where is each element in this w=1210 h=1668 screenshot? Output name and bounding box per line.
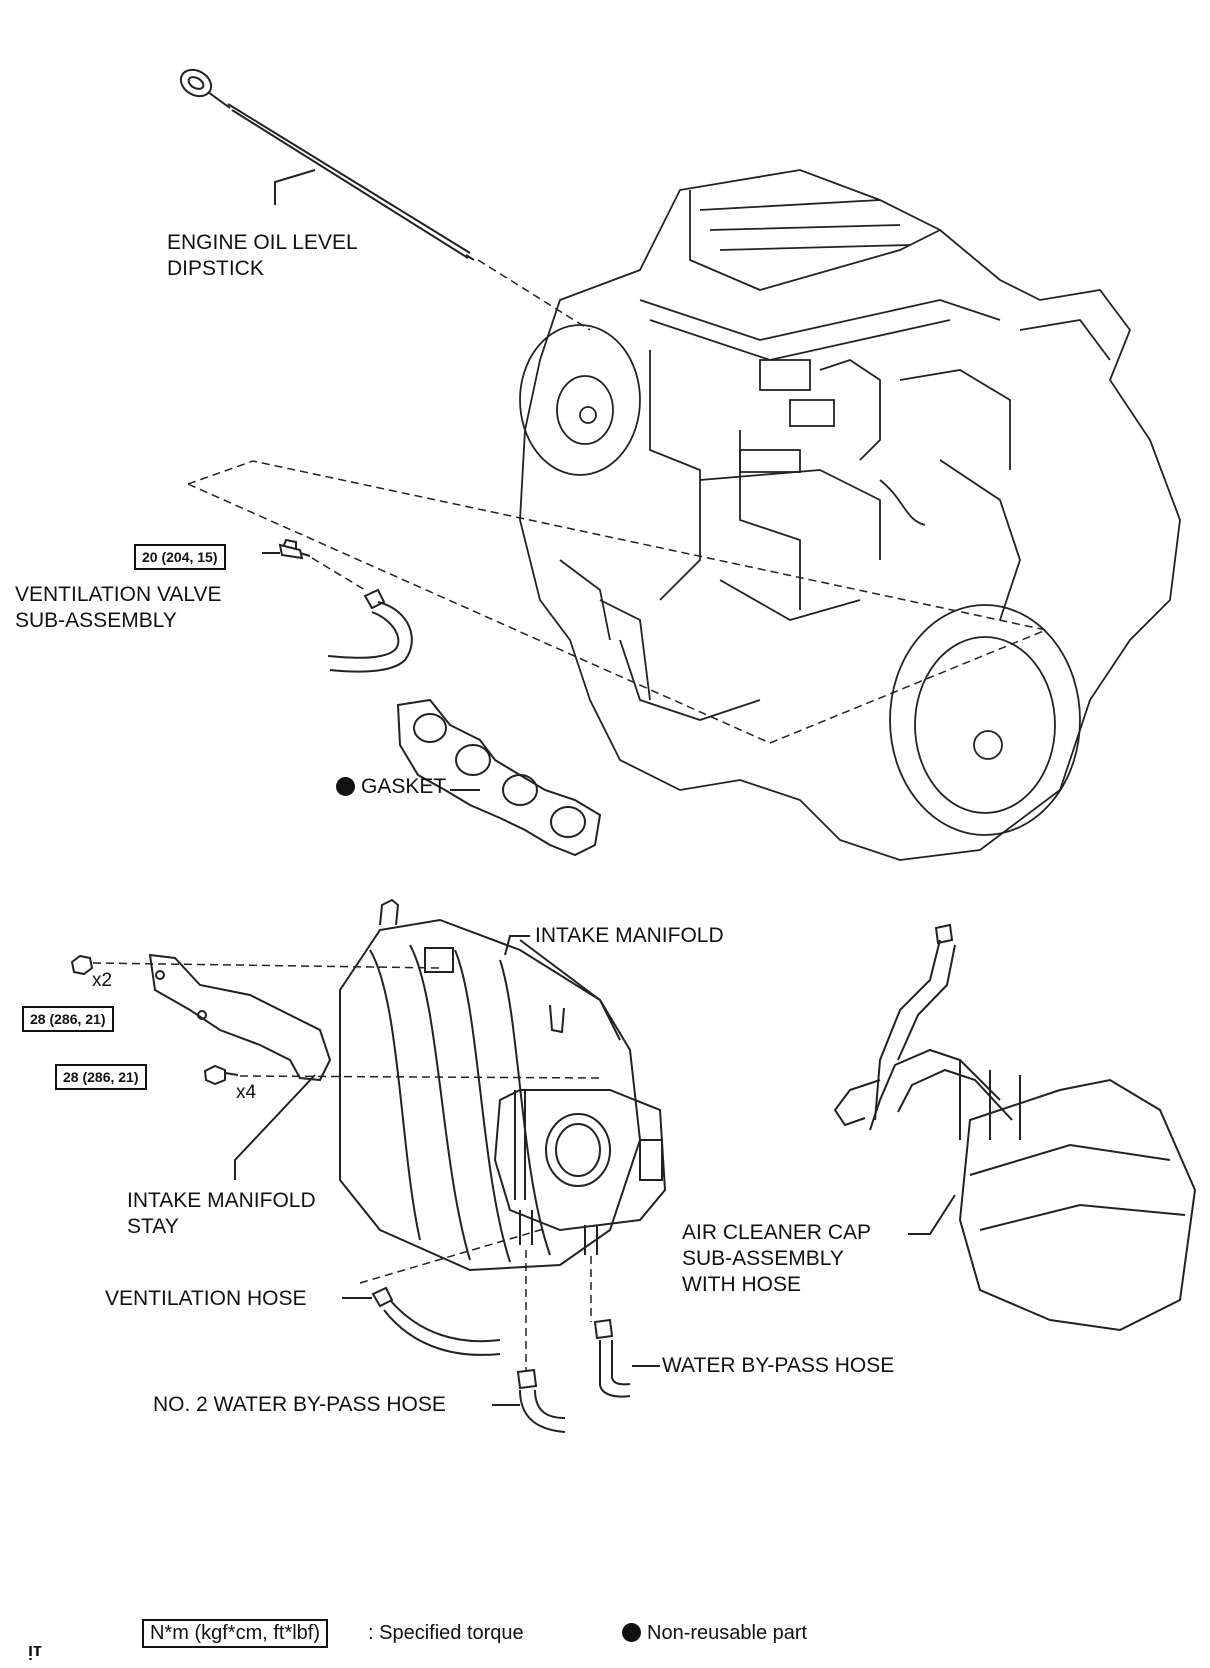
valve-guide-line: [311, 557, 366, 591]
stay-nut-guide: [92, 962, 441, 969]
no2-hose-drawing: [516, 1368, 566, 1433]
manifold-stay-label: INTAKE MANIFOLD STAY: [127, 1189, 316, 1238]
gasket-label: GASKET: [336, 774, 446, 800]
ventilation-hose-guide: [359, 1227, 548, 1284]
legend-non-reusable-text: Non-reusable part: [647, 1622, 808, 1644]
stay-bolt-torque: 28 (286, 21): [55, 1064, 147, 1090]
water-hose-drawing: [593, 1318, 631, 1398]
corner-mark: ᴉᴛ: [28, 1640, 42, 1660]
stay-nut-torque: 28 (286, 21): [22, 1006, 114, 1032]
air-cleaner-leader: [908, 1194, 956, 1235]
manifold-stay-drawing: [148, 953, 332, 1082]
stay-bolt-drawing: [203, 1064, 239, 1086]
ventilation-valve-label: VENTILATION VALVE SUB-ASSEMBLY: [15, 583, 222, 632]
ventilation-hose-drawing: [371, 1286, 501, 1356]
non-reusable-marker: [336, 777, 355, 796]
dipstick-label: ENGINE OIL LEVEL DIPSTICK: [167, 231, 358, 280]
stay-nut-drawing: [70, 954, 94, 976]
stay-bolt-guide: [239, 1075, 601, 1079]
manifold-stay-leader: [234, 1074, 316, 1180]
ventilation-install-guide: [185, 460, 1049, 744]
intake-manifold-leader: [504, 935, 530, 956]
dipstick-drawing: [179, 68, 475, 261]
ventilation-valve-torque: 20 (204, 15): [134, 544, 226, 570]
intake-manifold-drawing: [339, 898, 642, 1272]
air-cleaner-drawing: [833, 923, 1197, 1332]
legend-dot-icon: [622, 1623, 641, 1642]
water-bypass-hose-label: WATER BY-PASS HOSE: [662, 1354, 895, 1377]
ventilation-valve-drawing: [262, 538, 311, 560]
no2-water-bypass-hose-label: NO. 2 WATER BY-PASS HOSE: [153, 1393, 446, 1416]
legend-non-reusable: Non-reusable part: [622, 1622, 807, 1645]
intake-manifold-label: INTAKE MANIFOLD: [535, 924, 724, 947]
stay-bolt-quantity: x4: [236, 1082, 257, 1103]
ventilation-hose-label: VENTILATION HOSE: [105, 1287, 307, 1310]
legend-torque-unit: N*m (kgf*cm, ft*lbf): [142, 1619, 329, 1648]
stay-nut-quantity: x2: [92, 970, 113, 991]
gasket-drawing: [396, 698, 602, 857]
throttle-body-drawing: [493, 1089, 667, 1255]
dipstick-guide-line: [477, 259, 591, 331]
engine-assembly-drawing: [519, 169, 1181, 861]
valve-hose-drawing: [327, 588, 413, 673]
legend-torque-desc: : Specified torque: [368, 1622, 524, 1644]
gasket-label-text: GASKET: [361, 775, 447, 798]
air-cleaner-label: AIR CLEANER CAP SUB-ASSEMBLY WITH HOSE: [682, 1221, 872, 1296]
